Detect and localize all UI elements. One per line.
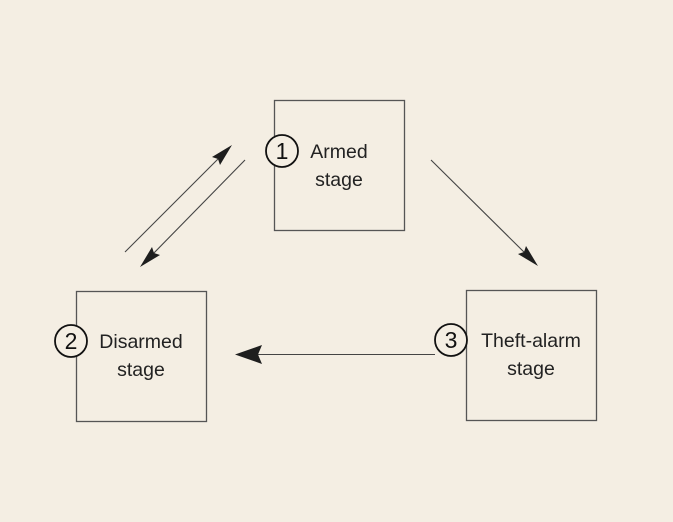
step-number-3: 3	[445, 327, 458, 353]
node-armed-label-line1: Armed	[310, 141, 367, 163]
step-number-circle-1	[265, 134, 299, 168]
edge-disarmed-to-armed	[124, 145, 232, 253]
arrowhead-icon	[212, 145, 232, 165]
node-theft-alarm-label-line1: Theft-alarm	[481, 330, 581, 352]
edge-armed-to-disarmed-line	[149, 159, 246, 258]
arrowhead-icon	[518, 246, 538, 266]
edge-armed-to-theft-alarm	[430, 159, 538, 266]
edge-theft-alarm-to-disarmed	[235, 345, 435, 364]
node-armed-label-line2: stage	[315, 169, 363, 191]
node-theft-alarm-box	[465, 289, 598, 422]
step-number-1: 1	[276, 138, 289, 164]
node-theft-alarm-label-line2: stage	[507, 358, 555, 380]
step-number-2: 2	[65, 328, 78, 354]
node-theft-alarm-stage: 3 Theft-alarm stage	[434, 289, 598, 422]
step-number-circle-2	[54, 324, 88, 358]
edge-disarmed-to-armed-line	[124, 154, 223, 253]
node-disarmed-label-line2: stage	[117, 359, 165, 381]
edge-armed-to-theft-alarm-line	[430, 159, 530, 258]
node-armed-stage: 1 Armed stage	[265, 99, 406, 232]
arrowhead-icon	[235, 345, 262, 364]
node-disarmed-box	[75, 290, 208, 423]
edge-armed-to-disarmed	[140, 159, 246, 267]
node-disarmed-stage: 2 Disarmed stage	[54, 290, 208, 423]
step-number-circle-3	[434, 323, 468, 357]
node-disarmed-label-line1: Disarmed	[99, 331, 182, 353]
arrowhead-icon	[140, 247, 160, 267]
node-armed-box	[273, 99, 406, 232]
